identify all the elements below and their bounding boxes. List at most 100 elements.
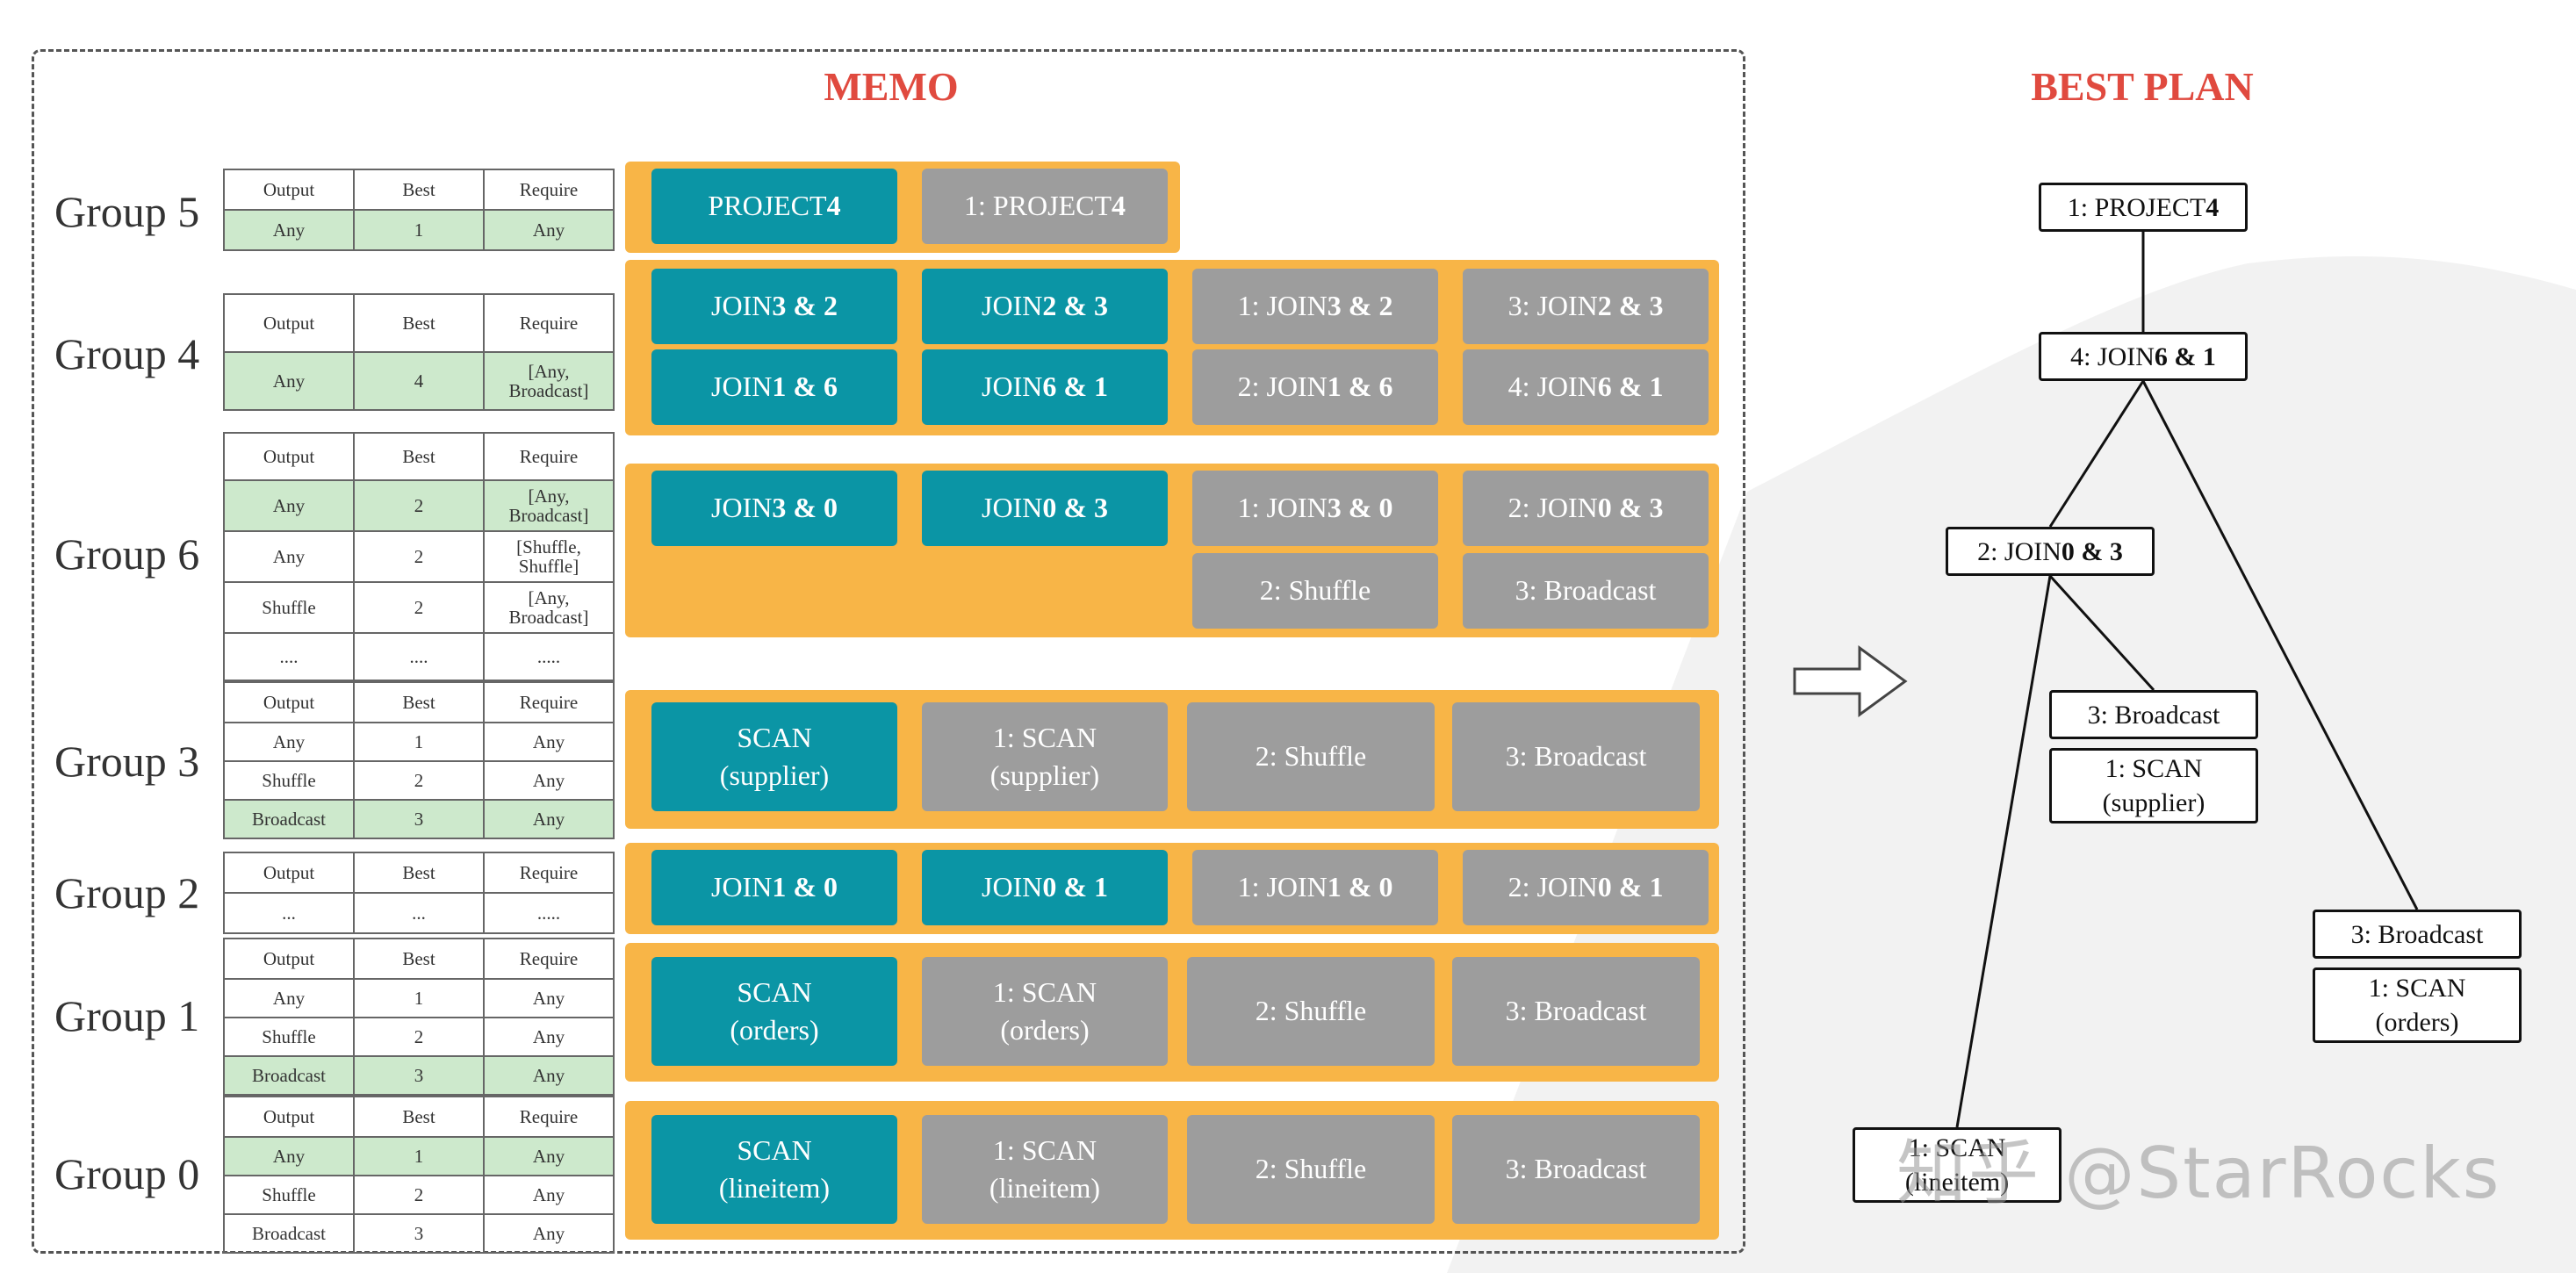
table-header-cell: Best bbox=[353, 681, 485, 723]
group-0-expression-box: SCAN (lineitem) bbox=[651, 1115, 897, 1224]
table-cell: Any bbox=[223, 1136, 355, 1176]
group-3-expression-box: SCAN (supplier) bbox=[651, 702, 897, 811]
table-cell: Any bbox=[483, 760, 615, 801]
table-header-cell: Best bbox=[353, 432, 485, 481]
table-cell: Any bbox=[483, 978, 615, 1018]
group-6-expression-box: 2: Shuffle bbox=[1192, 553, 1438, 629]
plan-node-broadcast3: 3: Broadcast bbox=[2049, 690, 2258, 739]
table-cell: 1 bbox=[353, 978, 485, 1018]
group-4-expression-box: 2: JOIN 1 & 6 bbox=[1192, 349, 1438, 425]
table-cell: Any bbox=[483, 722, 615, 762]
table-header-cell: Require bbox=[483, 1096, 615, 1138]
table-header-cell: Require bbox=[483, 169, 615, 211]
group-2-label: Group 2 bbox=[54, 868, 200, 917]
table-header-cell: Output bbox=[223, 852, 355, 894]
group-4-expression-box: JOIN 3 & 2 bbox=[651, 269, 897, 344]
table-header-cell: Best bbox=[353, 293, 485, 353]
table-cell: 2 bbox=[353, 1175, 485, 1215]
table-cell: 4 bbox=[353, 351, 485, 411]
table-cell: Shuffle bbox=[223, 1175, 355, 1215]
table-cell: .... bbox=[353, 632, 485, 681]
table-cell: [Shuffle, Shuffle] bbox=[483, 530, 615, 583]
plan-node-join61: 4: JOIN 6 & 1 bbox=[2039, 332, 2248, 381]
table-header-cell: Output bbox=[223, 293, 355, 353]
table-cell: Any bbox=[223, 209, 355, 251]
table-header-cell: Output bbox=[223, 938, 355, 980]
group-0-expression-box: 1: SCAN (lineitem) bbox=[922, 1115, 1168, 1224]
plan-node-scan-lineitem: 1: SCAN (lineitem) bbox=[1853, 1127, 2062, 1203]
table-cell: 1 bbox=[353, 1136, 485, 1176]
group-3-expression-box: 1: SCAN (supplier) bbox=[922, 702, 1168, 811]
group-2-expression-box: JOIN 0 & 1 bbox=[922, 850, 1168, 925]
memo-border bbox=[32, 49, 1745, 1254]
group-3-label: Group 3 bbox=[54, 737, 200, 786]
group-1-expression-box: 2: Shuffle bbox=[1187, 957, 1435, 1066]
table-cell: Any bbox=[223, 978, 355, 1018]
table-cell: 1 bbox=[353, 209, 485, 251]
group-5-expression-box: PROJECT 4 bbox=[651, 169, 897, 244]
group-4-expression-box: JOIN 1 & 6 bbox=[651, 349, 897, 425]
table-cell: ..... bbox=[483, 632, 615, 681]
watermark: 知乎 @StarRocks bbox=[1896, 1133, 2501, 1214]
group-6-label: Group 6 bbox=[54, 529, 200, 579]
table-cell: Any bbox=[483, 799, 615, 839]
group-1-expression-box: 1: SCAN (orders) bbox=[922, 957, 1168, 1066]
table-cell: Any bbox=[483, 1055, 615, 1096]
group-1-expression-box: 3: Broadcast bbox=[1452, 957, 1700, 1066]
table-cell: Any bbox=[483, 1017, 615, 1057]
table-cell: Any bbox=[223, 479, 355, 532]
table-cell: [Any, Broadcast] bbox=[483, 479, 615, 532]
table-cell: Shuffle bbox=[223, 581, 355, 634]
table-cell: 3 bbox=[353, 799, 485, 839]
table-cell: Any bbox=[223, 722, 355, 762]
group-6-expression-box: 1: JOIN 3 & 0 bbox=[1192, 471, 1438, 546]
table-header-cell: Best bbox=[353, 1096, 485, 1138]
group-4-expression-box: 4: JOIN 6 & 1 bbox=[1463, 349, 1709, 425]
table-header-cell: Output bbox=[223, 169, 355, 211]
table-cell: [Any, Broadcast] bbox=[483, 581, 615, 634]
table-cell: Any bbox=[483, 1213, 615, 1254]
table-cell: 2 bbox=[353, 581, 485, 634]
table-header-cell: Require bbox=[483, 852, 615, 894]
table-header-cell: Best bbox=[353, 169, 485, 211]
group-4-expression-box: 3: JOIN 2 & 3 bbox=[1463, 269, 1709, 344]
table-row: ........... bbox=[223, 892, 615, 934]
table-header-cell: Require bbox=[483, 432, 615, 481]
table-cell: 2 bbox=[353, 479, 485, 532]
plan-node-scan-supplier: 1: SCAN (supplier) bbox=[2049, 748, 2258, 823]
table-cell: .... bbox=[223, 632, 355, 681]
table-cell: ... bbox=[223, 892, 355, 934]
plan-edge bbox=[2141, 380, 2419, 910]
plan-node-scan-orders: 1: SCAN (orders) bbox=[2313, 967, 2522, 1043]
table-cell: ... bbox=[353, 892, 485, 934]
best-plan-title: BEST PLAN bbox=[2031, 64, 2254, 109]
table-cell: 2 bbox=[353, 530, 485, 583]
group-3-expression-box: 2: Shuffle bbox=[1187, 702, 1435, 811]
table-cell: Shuffle bbox=[223, 760, 355, 801]
table-cell: 3 bbox=[353, 1055, 485, 1096]
table-header-cell: Output bbox=[223, 432, 355, 481]
table-row: ............. bbox=[223, 632, 615, 681]
table-header-cell: Require bbox=[483, 293, 615, 353]
table-cell: Any bbox=[483, 1175, 615, 1215]
